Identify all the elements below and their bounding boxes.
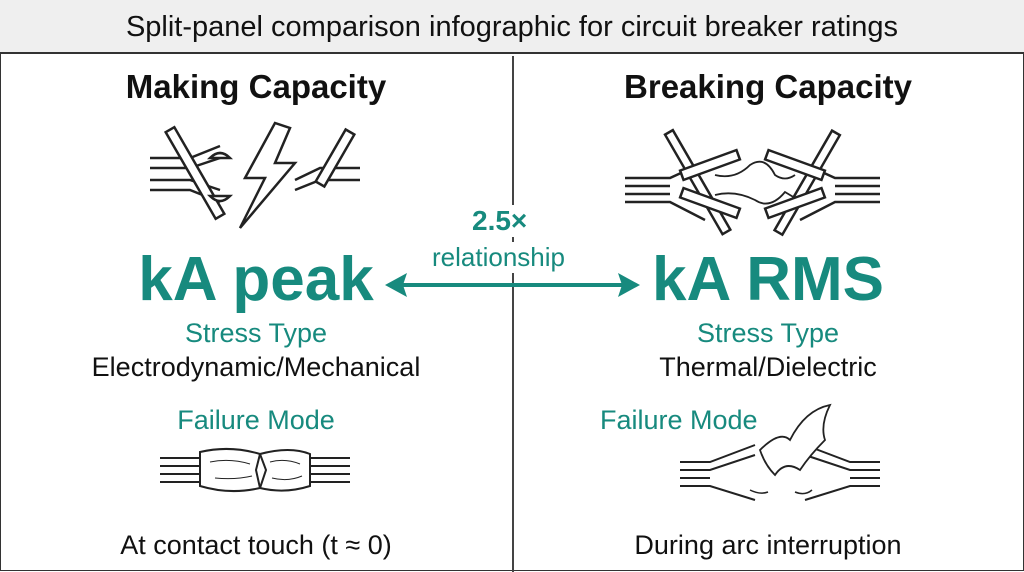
- contacts-lightning-icon: [150, 121, 360, 229]
- welded-contacts-icon: [160, 448, 350, 492]
- left-timing: At contact touch (t ≈ 0): [120, 530, 392, 560]
- left-heading: Making Capacity: [125, 68, 387, 105]
- relationship-value: 2.5×: [466, 205, 534, 237]
- panel-divider: [512, 56, 514, 572]
- right-failure-label: Failure Mode: [600, 405, 758, 435]
- title: Split-panel comparison infographic for c…: [0, 0, 1024, 54]
- left-unit: kA peak: [138, 245, 374, 314]
- right-unit: kA RMS: [652, 245, 884, 314]
- relationship-label: relationship: [428, 242, 569, 273]
- double-arrow-icon: [385, 273, 640, 297]
- left-failure-label: Failure Mode: [177, 405, 335, 435]
- left-stress-label: Stress Type: [184, 318, 328, 348]
- right-timing: During arc interruption: [634, 530, 902, 560]
- right-stress-label: Stress Type: [696, 318, 840, 348]
- right-heading: Breaking Capacity: [624, 68, 912, 105]
- right-stress-value: Thermal/Dielectric: [659, 352, 877, 382]
- burnt-contacts-icon: [680, 403, 880, 501]
- contacts-arc-icon: [625, 128, 880, 237]
- left-stress-value: Electrodynamic/Mechanical: [91, 352, 421, 382]
